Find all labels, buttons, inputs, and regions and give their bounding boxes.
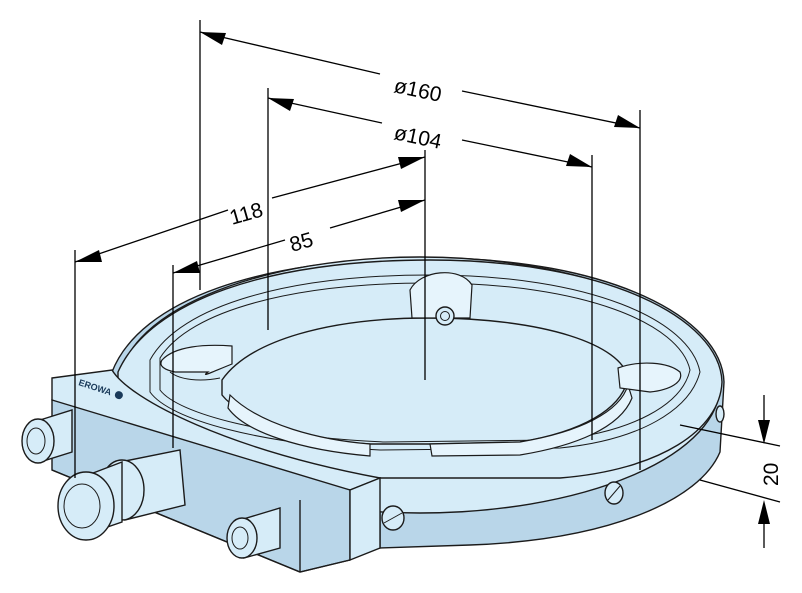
chuck-ring-part: EROWA [21, 256, 725, 573]
ring-inner-step-1 [149, 274, 701, 451]
dim-line-length-a [74, 209, 229, 263]
arrow-inner-diameter-left [268, 98, 294, 111]
logo-mark-icon [114, 391, 123, 400]
label-height: 20 [760, 463, 783, 486]
key-screw-hole [440, 311, 450, 321]
label-outer-diameter: ø160 [392, 74, 444, 106]
dim-line-outer-diameter-b [461, 90, 641, 129]
arrow-outer-diameter-left [200, 32, 226, 45]
label-overall-length: 118 [227, 198, 266, 229]
dim-line-length-b [271, 156, 426, 199]
label-center-offset: 85 [287, 228, 316, 257]
arrow-offset-right [398, 200, 425, 212]
side-screw-far-right [715, 405, 725, 423]
arrow-outer-diameter-right [614, 115, 640, 128]
arrow-offset-left [173, 261, 200, 273]
side-screw-front [381, 505, 405, 531]
ext-line-height-top [679, 424, 781, 447]
side-screw-right [604, 481, 624, 505]
connector-bottom [226, 507, 281, 559]
arrow-length-left [75, 250, 102, 262]
arrow-height-top [758, 420, 770, 444]
bore-rim [227, 393, 371, 457]
key-screw [435, 306, 455, 326]
connector-back-left [21, 409, 73, 464]
arrow-length-right [398, 157, 425, 169]
dim-line-outer-diameter-a [199, 31, 381, 75]
side-block-right [349, 476, 381, 562]
ext-line-height-bottom [699, 479, 781, 503]
left-slot [160, 344, 233, 376]
connector-front-large [57, 449, 186, 541]
dimension-lines [74, 20, 781, 548]
bore-rim-right [429, 382, 633, 457]
label-inner-diameter: ø104 [392, 121, 444, 154]
arrow-inner-diameter-right [566, 154, 592, 167]
arrow-height-bottom [758, 500, 770, 524]
